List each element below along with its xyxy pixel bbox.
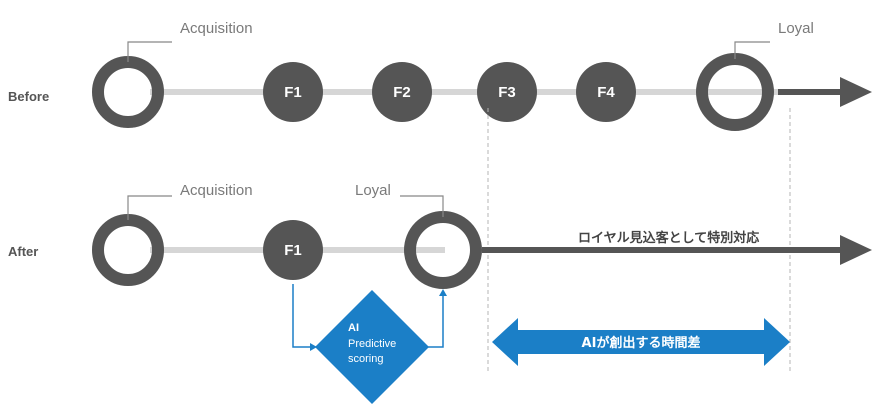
connector-f1-to-ai (292, 284, 312, 348)
connector-ai-to-loyal-head (439, 289, 447, 296)
before-node-f2 (372, 62, 432, 122)
connector-f1-to-ai-head (310, 343, 317, 351)
before-node-f1 (263, 62, 323, 122)
row-label-before: Before (8, 89, 49, 104)
before-acquisition-label: Acquisition (180, 20, 253, 37)
before-loyal-leader (734, 41, 770, 59)
ai-predictive-scoring-diamond (315, 290, 429, 404)
row-label-after: After (8, 244, 38, 259)
connector-ai-to-loyal (428, 293, 444, 348)
before-acquisition-ring (92, 56, 164, 128)
after-acquisition-leader (127, 195, 172, 220)
time-gap-double-arrow (492, 318, 790, 366)
ai-diamond-line2: Predictive (348, 338, 396, 350)
after-arrow-text: ロイヤル見込客として特別対応 (578, 230, 759, 246)
before-exit-arrow-head (840, 77, 872, 107)
after-acquisition-ring (92, 214, 164, 286)
after-node-f1-label: F1 (284, 242, 302, 259)
after-loyal-leader (400, 195, 444, 217)
before-node-f4 (576, 62, 636, 122)
after-exit-arrow-head (840, 235, 872, 265)
before-node-f1-label: F1 (284, 84, 302, 101)
ai-diamond-line1: AI (348, 322, 359, 334)
ai-diamond-line3: scoring (348, 353, 383, 365)
before-node-f3-label: F3 (498, 84, 516, 101)
before-node-f3 (477, 62, 537, 122)
after-acquisition-label: Acquisition (180, 182, 253, 199)
before-node-f2-label: F2 (393, 84, 411, 101)
time-gap-label: AIが創出する時間差 (582, 335, 701, 351)
after-loyal-label: Loyal (355, 182, 391, 199)
before-acquisition-leader (127, 41, 172, 62)
after-node-f1 (263, 220, 323, 280)
before-node-f4-label: F4 (597, 84, 615, 101)
before-loyal-label: Loyal (778, 20, 814, 37)
